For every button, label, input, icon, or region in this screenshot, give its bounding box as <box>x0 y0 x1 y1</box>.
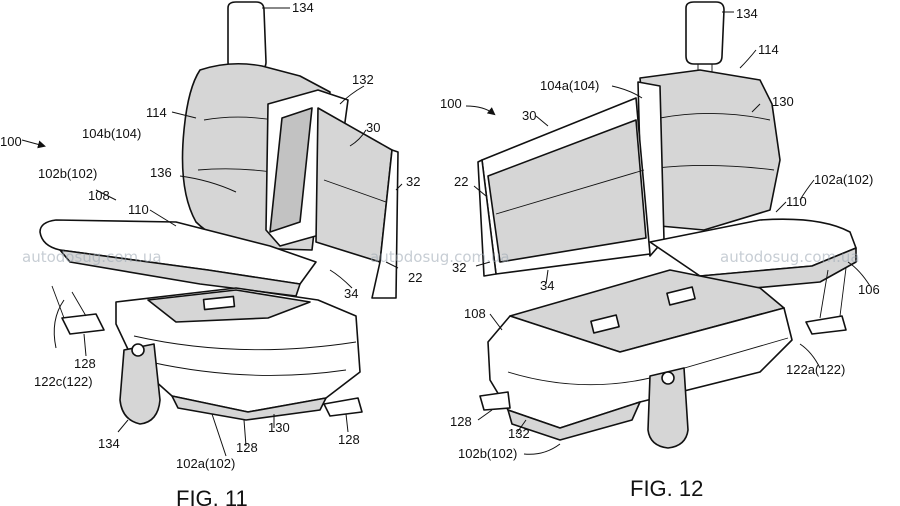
fig12-labels: 134 104a(104) 114 100 30 130 102a(102) 2… <box>440 6 880 501</box>
label-122c: 122c(122) <box>34 374 93 389</box>
fig12-drawing <box>477 1 857 449</box>
watermarks: autodosug.com.ua autodosug.com.ua autodo… <box>22 248 860 266</box>
label-102b: 102b(102) <box>38 166 97 181</box>
label-106: 106 <box>858 282 880 297</box>
label-130: 130 <box>772 94 794 109</box>
watermark-1: autodosug.com.ua <box>22 248 162 266</box>
label-22: 22 <box>408 270 422 285</box>
label-114: 114 <box>758 42 779 57</box>
label-134-top: 134 <box>292 0 314 15</box>
label-102b: 102b(102) <box>458 446 517 461</box>
label-102a: 102a(102) <box>176 456 235 471</box>
label-34: 34 <box>344 286 358 301</box>
label-32: 32 <box>452 260 466 275</box>
fig12-caption: FIG. 12 <box>630 476 703 501</box>
label-132: 132 <box>508 426 530 441</box>
label-30: 30 <box>366 120 380 135</box>
label-34: 34 <box>540 278 554 293</box>
fig11-drawing <box>39 1 399 425</box>
label-100: 100 <box>0 134 22 149</box>
watermark-3: autodosug.com.ua <box>720 248 860 266</box>
fig11-caption: FIG. 11 <box>176 486 248 506</box>
label-108: 108 <box>464 306 486 321</box>
label-128-right: 128 <box>338 432 360 447</box>
label-132: 132 <box>352 72 374 87</box>
label-110: 110 <box>786 194 807 209</box>
label-134: 134 <box>736 6 758 21</box>
label-128: 128 <box>450 414 472 429</box>
fig12-leaders <box>465 11 871 455</box>
label-104b: 104b(104) <box>82 126 141 141</box>
label-32: 32 <box>406 174 420 189</box>
label-134-bottom: 134 <box>98 436 120 451</box>
label-136: 136 <box>150 165 172 180</box>
watermark-2: autodosug.com.ua <box>370 248 510 266</box>
label-100: 100 <box>440 96 462 111</box>
label-110: 110 <box>128 202 149 217</box>
label-128-left: 128 <box>74 356 96 371</box>
label-114: 114 <box>146 105 167 120</box>
label-30: 30 <box>522 108 536 123</box>
label-122a: 122a(122) <box>786 362 845 377</box>
label-128-mid: 128 <box>236 440 258 455</box>
label-108: 108 <box>88 188 110 203</box>
label-130: 130 <box>268 420 290 435</box>
label-22: 22 <box>454 174 468 189</box>
label-104a: 104a(104) <box>540 78 599 93</box>
fig11-labels: 134 132 30 100 114 104b(104) 102b(102) 1… <box>0 0 422 506</box>
fig11-leaders <box>21 7 403 457</box>
label-102a: 102a(102) <box>814 172 873 187</box>
